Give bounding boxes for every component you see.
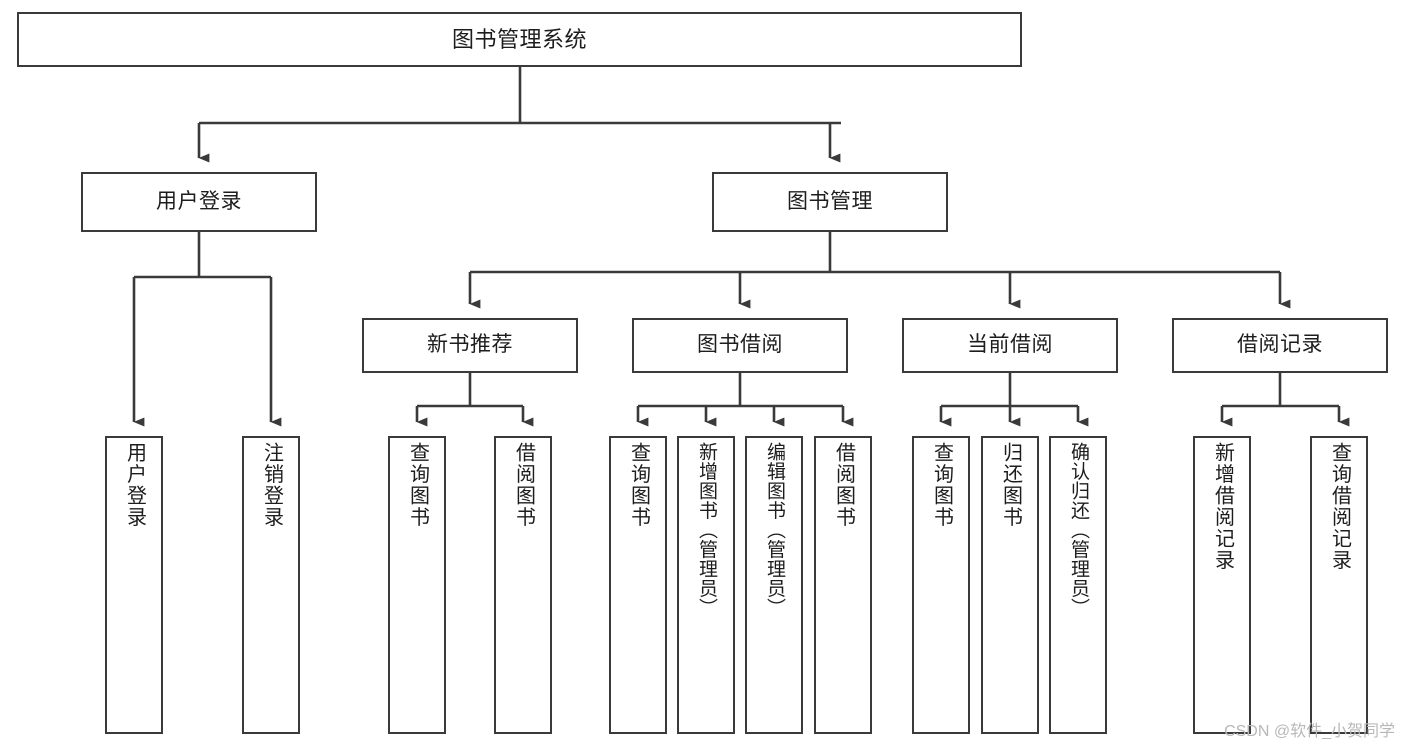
node-label: 注销登录 [260,442,283,528]
node-label: 归还图书 [999,442,1022,528]
node-label: 借阅记录 [1237,333,1323,357]
node-label: 用户登录 [123,442,146,528]
node-label: 用户登录 [156,189,242,213]
node-label: 图书管理 [787,189,873,213]
node-label: 图书借阅 [697,333,783,357]
node-borrow-record[interactable]: 借阅记录 [1172,318,1388,373]
node-user-login[interactable]: 用户登录 [81,172,317,232]
leaf-new-book-borrow-book[interactable]: 借阅图书 [494,436,552,734]
leaf-current-query-book[interactable]: 查询图书 [912,436,970,734]
node-label: 借阅图书 [832,442,855,528]
leaf-borrow-query-book[interactable]: 查询图书 [609,436,667,734]
node-label: 确认归还（管理员） [1067,442,1089,618]
node-label: 图书管理系统 [451,26,587,52]
node-label: 查询图书 [930,442,953,528]
leaf-record-add-borrow-record[interactable]: 新增借阅记录 [1193,436,1251,734]
node-book-borrow[interactable]: 图书借阅 [632,318,848,373]
leaf-borrow-add-book-admin[interactable]: 新增图书（管理员） [677,436,735,734]
node-label: 借阅图书 [512,442,535,528]
node-label: 查询借阅记录 [1328,442,1351,571]
node-label: 当前借阅 [967,333,1053,357]
leaf-logout[interactable]: 注销登录 [242,436,300,734]
leaf-current-confirm-return-admin[interactable]: 确认归还（管理员） [1049,436,1107,734]
node-new-book-recommend[interactable]: 新书推荐 [362,318,578,373]
node-book-management[interactable]: 图书管理 [712,172,948,232]
leaf-record-query-borrow-record[interactable]: 查询借阅记录 [1310,436,1368,734]
node-label: 编辑图书（管理员） [763,442,785,618]
leaf-current-return-book[interactable]: 归还图书 [981,436,1039,734]
leaf-borrow-borrow-book[interactable]: 借阅图书 [814,436,872,734]
watermark-text: CSDN @软件_小贺同学 [1224,723,1395,740]
node-label: 新增图书（管理员） [695,442,717,618]
node-current-borrow[interactable]: 当前借阅 [902,318,1118,373]
node-label: 新增借阅记录 [1211,442,1234,571]
node-label: 查询图书 [406,442,429,528]
node-label: 查询图书 [627,442,650,528]
node-root-book-management-system[interactable]: 图书管理系统 [17,12,1022,67]
node-label: 新书推荐 [427,333,513,357]
leaf-borrow-edit-book-admin[interactable]: 编辑图书（管理员） [745,436,803,734]
leaf-new-book-query-book[interactable]: 查询图书 [388,436,446,734]
leaf-user-login[interactable]: 用户登录 [105,436,163,734]
